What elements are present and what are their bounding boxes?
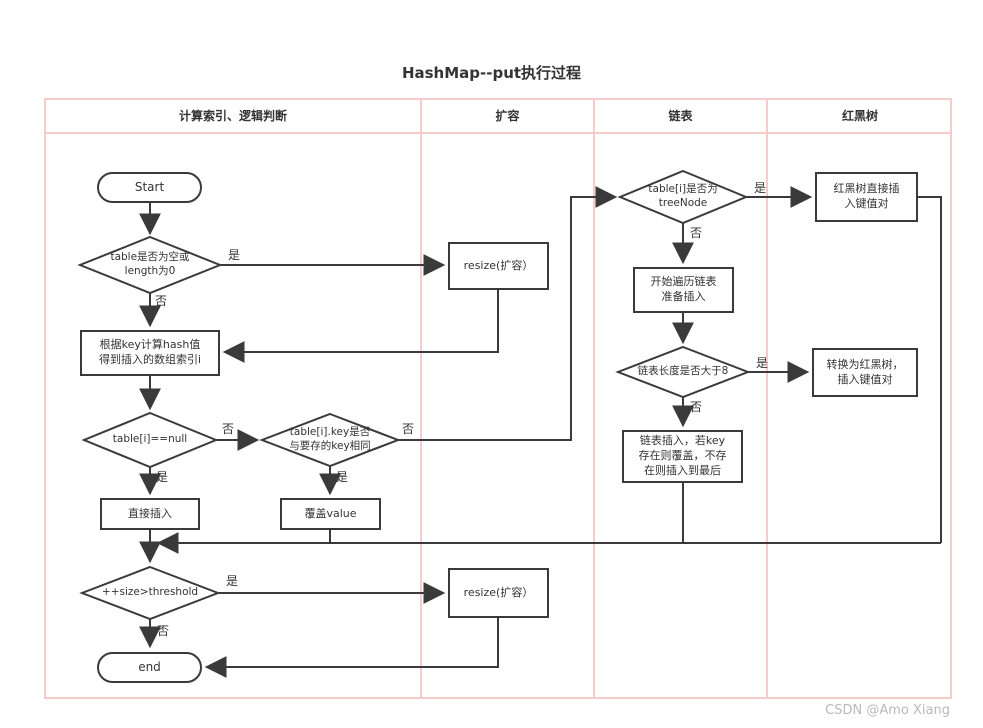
node-direct-insert: 直接插入 [100, 498, 200, 530]
label-check-same-key: table[i].key是否 与要存的key相同 [289, 426, 371, 452]
edge-label-no: 否 [690, 226, 703, 240]
lane-divider [593, 98, 595, 699]
node-start: Start [97, 172, 202, 203]
diamond-check-threshold [79, 565, 221, 621]
lane-header-separator [44, 132, 952, 134]
lane-divider [766, 98, 768, 699]
edge-label-yes: 是 [228, 248, 241, 262]
label-check-null: table[i]==null [112, 433, 188, 446]
edge-label-no: 否 [690, 400, 703, 414]
lane-divider [420, 98, 422, 699]
label-check-list-len: 链表长度是否大于8 [637, 365, 729, 378]
edge-label-no: 否 [157, 624, 170, 638]
edge-label-yes: 是 [336, 470, 349, 484]
edge-label-yes: 是 [226, 574, 239, 588]
edge-group [139, 186, 942, 678]
edge-label-yes: 是 [756, 356, 769, 370]
node-compute-hash: 根据key计算hash值 得到插入的数组索引i [80, 330, 220, 376]
edge-rbtree-merge-down [918, 196, 942, 543]
lane-header-rbtree: 红黑树 [841, 108, 878, 123]
diamond-check-list-len [615, 345, 751, 399]
node-list-insert: 链表插入，若key 存在则覆盖，不存 在则插入到最后 [622, 430, 743, 483]
node-resize-top: resize(扩容） [448, 242, 549, 290]
label-check-treenode: table[i]是否为 treeNode [648, 183, 718, 209]
label-check-threshold: ++size>threshold [101, 586, 199, 599]
label-check-empty: table是否为空或 length为0 [110, 251, 190, 277]
edge-resize-loop-to-compute [222, 290, 499, 363]
diamond-check-treenode [617, 169, 749, 225]
diamond-check-null [81, 411, 219, 469]
edge-check-key-no-to-check-treenode [398, 186, 618, 441]
lane-header-index-logic: 计算索引、逻辑判断 [178, 108, 287, 123]
node-traverse-list: 开始遍历链表 准备插入 [633, 267, 734, 313]
node-resize-bottom: resize(扩容） [448, 568, 549, 618]
node-rbtree-insert: 红黑树直接插 入键值对 [815, 172, 918, 222]
node-end: end [97, 652, 202, 683]
lane-header-resize: 扩容 [495, 108, 520, 123]
node-overwrite-value: 覆盖value [280, 498, 381, 530]
swimlane-frame [44, 98, 952, 699]
lane-header-linkedlist: 链表 [668, 108, 693, 123]
diamond-check-empty [77, 235, 223, 295]
page-title: HashMap--put执行过程 [401, 64, 582, 82]
diamond-group [77, 169, 751, 621]
edge-resize-loop-to-end [204, 618, 499, 678]
diamond-check-same-key [259, 412, 401, 468]
watermark: CSDN @Amo Xiang [825, 703, 950, 718]
edge-label-yes: 是 [754, 181, 767, 195]
edge-label-no: 否 [222, 422, 235, 436]
edge-label-no: 否 [402, 422, 415, 436]
edge-label-no: 否 [155, 294, 168, 308]
edge-label-yes: 是 [156, 470, 169, 484]
node-convert-rbtree: 转换为红黑树， 插入键值对 [812, 348, 918, 397]
